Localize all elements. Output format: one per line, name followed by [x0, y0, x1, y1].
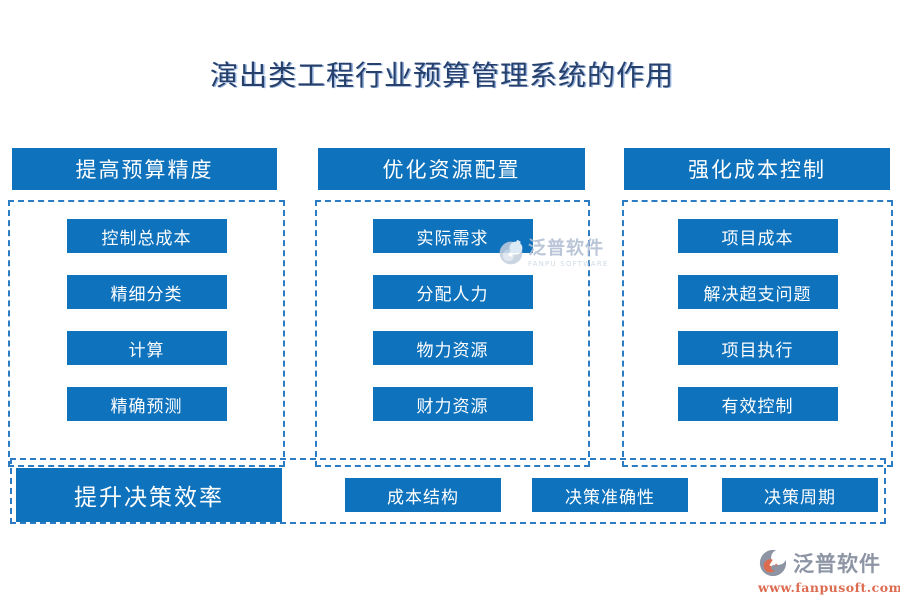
- flow-item: 决策周期: [722, 478, 878, 512]
- column-header-cost-control: 强化成本控制: [624, 148, 890, 190]
- flow-item: 成本结构: [345, 478, 501, 512]
- flow-item: 项目执行: [677, 331, 838, 365]
- logo-name: 泛普软件: [793, 550, 881, 576]
- column-header-budget-accuracy: 提高预算精度: [12, 148, 277, 190]
- fanpu-logo: 泛普软件 www.fanpusoft.com: [758, 548, 900, 595]
- flow-item: 精确预测: [66, 387, 227, 421]
- column-panel-cost-control: 项目成本 解决超支问题 项目执行 有效控制: [622, 200, 893, 467]
- flow-item: 计算: [66, 331, 227, 365]
- page-title: 演出类工程行业预算管理系统的作用: [209, 59, 674, 92]
- bottom-panel: [10, 458, 886, 524]
- flow-item: 控制总成本: [66, 219, 227, 253]
- flow-item: 解决超支问题: [677, 275, 838, 309]
- column-panel-resource-allocation: 实际需求 分配人力 物力资源 财力资源: [315, 200, 590, 467]
- flow-item: 物力资源: [372, 331, 533, 365]
- flow-item: 精细分类: [66, 275, 227, 309]
- column-header-resource-allocation: 优化资源配置: [318, 148, 585, 190]
- fanpu-logo-icon: [759, 548, 787, 577]
- flow-item: 分配人力: [372, 275, 533, 309]
- flow-item: 实际需求: [372, 219, 533, 253]
- bottom-header-decision-efficiency: 提升决策效率: [16, 468, 282, 522]
- flow-item: 财力资源: [372, 387, 533, 421]
- flow-item: 有效控制: [677, 387, 838, 421]
- flow-item: 决策准确性: [532, 478, 688, 512]
- column-panel-budget-accuracy: 控制总成本 精细分类 计算 精确预测: [8, 200, 285, 467]
- flow-item: 项目成本: [677, 219, 838, 253]
- logo-url: www.fanpusoft.com: [758, 580, 900, 595]
